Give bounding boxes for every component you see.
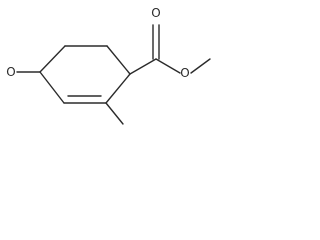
methoxy-bond xyxy=(190,58,211,74)
ester-oxygen-label: O xyxy=(180,66,189,80)
carbonyl-oxygen-label: O xyxy=(151,6,160,20)
ring-bond-c5-c1 xyxy=(105,73,131,104)
ester-oxygen-bond xyxy=(155,58,181,74)
ring-bond-c1-junction xyxy=(106,45,131,75)
ester-carbon-bond xyxy=(129,58,157,75)
chemical-structure-diagram: O O O xyxy=(6,6,211,125)
ring-bond-c2-c3 xyxy=(39,45,66,73)
methyl-bond xyxy=(105,102,124,125)
ring-bond-c3-c4 xyxy=(39,71,65,104)
ketone-oxygen-label: O xyxy=(6,65,15,79)
